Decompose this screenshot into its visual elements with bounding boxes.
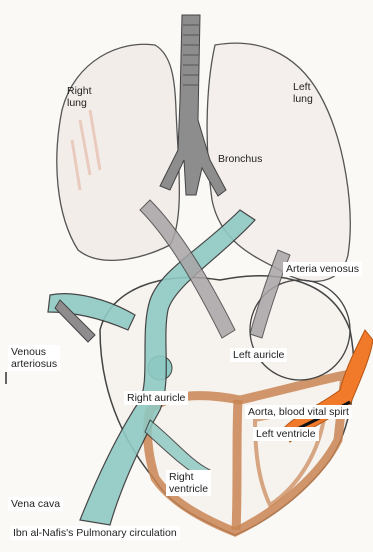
left-auricle-label: Left auricle [230,348,287,362]
vena-cava-label: Vena cava [8,497,63,511]
right-ventricle-label: Right ventricle [166,470,211,496]
right-auricle-label: Right auricle [124,391,188,405]
septum [236,400,238,530]
right-lung-label: Right lung [64,84,95,110]
venous-arteriosus-label: Venous arteriosus [8,345,60,371]
bronchus-label: Bronchus [215,152,265,166]
right-ventricle-line1: Right [169,471,208,483]
left-lung-label: Left lung [290,80,316,106]
left-lung-label-line1: Left [293,81,313,93]
right-lung-label-line2: lung [67,97,92,109]
right-lung-label-line1: Right [67,85,92,97]
left-ventricle-label: Left ventricle [253,427,319,441]
venous-arteriosus-line2: arteriosus [11,358,57,370]
aorta-label: Aorta, blood vital spirt [245,405,352,419]
left-lung-label-line2: lung [293,93,313,105]
venous-arteriosus-line1: Venous [11,346,57,358]
right-ventricle-line2: ventricle [169,483,208,495]
caption: Ibn al-Nafis's Pulmonary circulation [10,526,180,540]
arteria-venosus-label: Arteria venosus [283,262,362,276]
